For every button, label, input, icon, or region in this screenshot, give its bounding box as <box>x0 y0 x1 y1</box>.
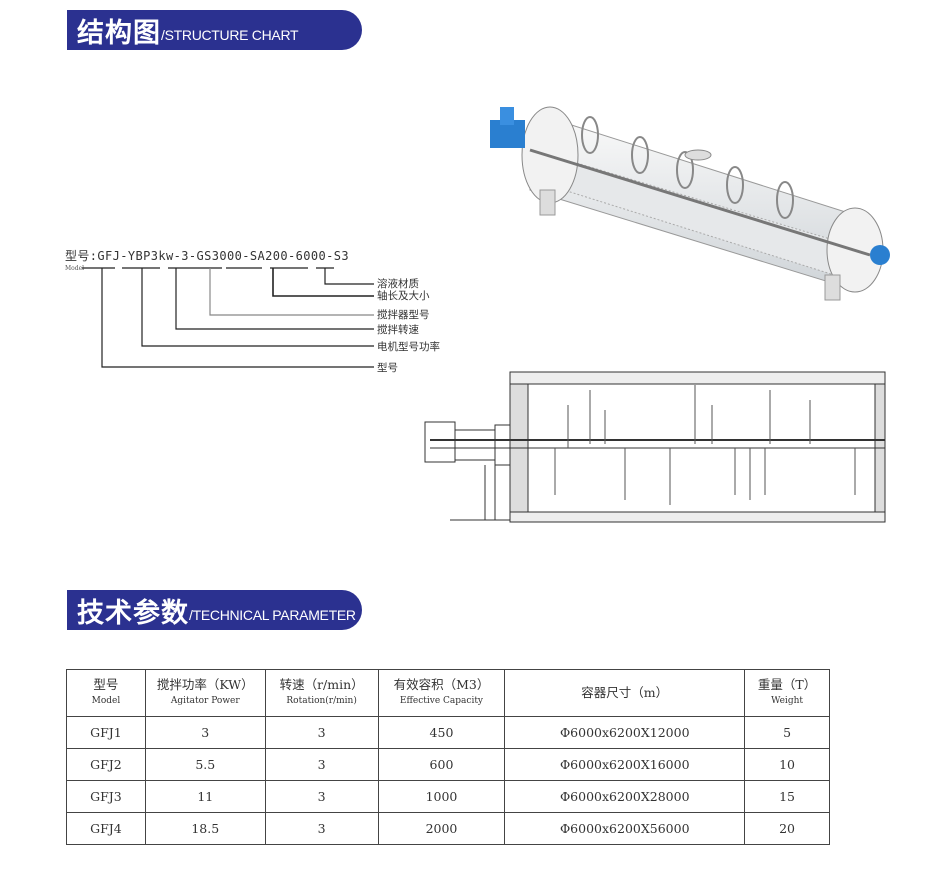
banner-title-cn: 结构图 <box>77 17 161 49</box>
header-model: 型号 Model <box>66 669 146 717</box>
header-power: 搅拌功率（KW） Agitator Power <box>144 669 266 717</box>
banner-title-en: /STRUCTURE CHART <box>161 27 299 43</box>
cell: 3 <box>264 748 379 781</box>
label-agitator-model: 搅拌器型号 <box>377 309 430 321</box>
label-solution-material: 溶液材质 <box>377 278 419 290</box>
cell: 3 <box>264 812 379 845</box>
cell: Φ6000x6200X12000 <box>504 716 746 749</box>
banner-title-cn: 技术参数 <box>77 597 189 629</box>
model-code-leader-lines <box>82 267 374 368</box>
table-header-row: 型号 Model 搅拌功率（KW） Agitator Power 转速（r/min）… <box>66 669 830 717</box>
model-code: 型号:GFJ-YBP3kw-3-GS3000-SA200-6000-S3 <box>65 249 350 263</box>
label-model: 型号 <box>377 362 398 374</box>
cell: 600 <box>377 748 506 781</box>
cell: GFJ4 <box>66 812 146 845</box>
label-agitator-speed: 搅拌转速 <box>377 324 419 336</box>
tank-section-drawing <box>424 371 886 523</box>
structure-chart-banner: 结构图 /STRUCTURE CHART <box>67 10 362 50</box>
cell: 18.5 <box>144 812 266 845</box>
header-en: Model <box>91 696 121 706</box>
label-shaft-length: 轴长及大小 <box>377 290 430 302</box>
header-en: Effective Capacity <box>399 696 484 706</box>
cell: 20 <box>744 812 830 845</box>
cell: GFJ3 <box>66 780 146 813</box>
header-size: 容器尺寸（m） <box>504 669 746 717</box>
cell: Φ6000x6200X16000 <box>504 748 746 781</box>
header-cn: 有效容积（M3） <box>393 677 490 692</box>
header-cn: 型号 <box>93 677 119 692</box>
header-en: Agitator Power <box>170 696 240 706</box>
cell: 5.5 <box>144 748 266 781</box>
label-motor-power: 电机型号功率 <box>377 341 440 353</box>
header-cn: 容器尺寸（m） <box>581 685 669 700</box>
cell: Φ6000x6200X28000 <box>504 780 746 813</box>
technical-parameter-banner: 技术参数 /TECHNICAL PARAMETER <box>67 590 362 630</box>
cell: 5 <box>744 716 830 749</box>
cell: 15 <box>744 780 830 813</box>
banner-title-en: /TECHNICAL PARAMETER <box>189 607 356 623</box>
cell: Φ6000x6200X56000 <box>504 812 746 845</box>
header-cn: 搅拌功率（KW） <box>156 677 254 692</box>
parameter-table: 型号 Model 搅拌功率（KW） Agitator Power 转速（r/min）… <box>66 669 830 845</box>
cell: 2000 <box>377 812 506 845</box>
header-cn: 转速（r/min） <box>279 677 364 692</box>
header-cn: 重量（T） <box>757 677 817 692</box>
model-code-sub: Model <box>65 265 85 272</box>
cell: 1000 <box>377 780 506 813</box>
header-weight: 重量（T） Weight <box>744 669 830 717</box>
cell: GFJ2 <box>66 748 146 781</box>
cell: 450 <box>377 716 506 749</box>
header-en: Weight <box>771 696 803 706</box>
cell: 3 <box>144 716 266 749</box>
cell: 10 <box>744 748 830 781</box>
cell: 3 <box>264 780 379 813</box>
header-rotation: 转速（r/min） Rotation(r/min) <box>264 669 379 717</box>
header-capacity: 有效容积（M3） Effective Capacity <box>377 669 506 717</box>
header-en: Rotation(r/min) <box>286 696 357 706</box>
cell: 11 <box>144 780 266 813</box>
cell: 3 <box>264 716 379 749</box>
tank-3d-illustration <box>490 106 890 301</box>
cell: GFJ1 <box>66 716 146 749</box>
